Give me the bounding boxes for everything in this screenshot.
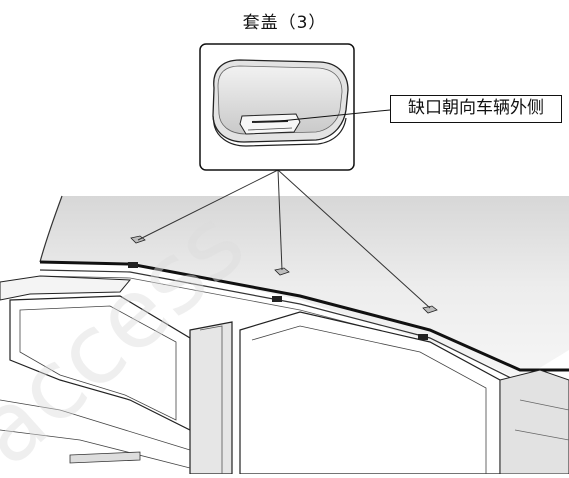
callout-pointer (269, 109, 391, 123)
orientation-callout-label: 缺口朝向车辆外侧 (390, 95, 562, 123)
b-pillar (189, 321, 233, 475)
roof-molding-strip (39, 260, 569, 372)
part-title: 套盖（3） (242, 13, 327, 33)
a-pillar (0, 275, 132, 301)
leader-lines (137, 169, 431, 309)
cap-part (212, 59, 349, 147)
clip-2 (272, 267, 290, 302)
door-handle (69, 451, 141, 464)
c-pillar (499, 369, 569, 475)
cap-notch (239, 113, 301, 135)
front-window (9, 295, 191, 431)
